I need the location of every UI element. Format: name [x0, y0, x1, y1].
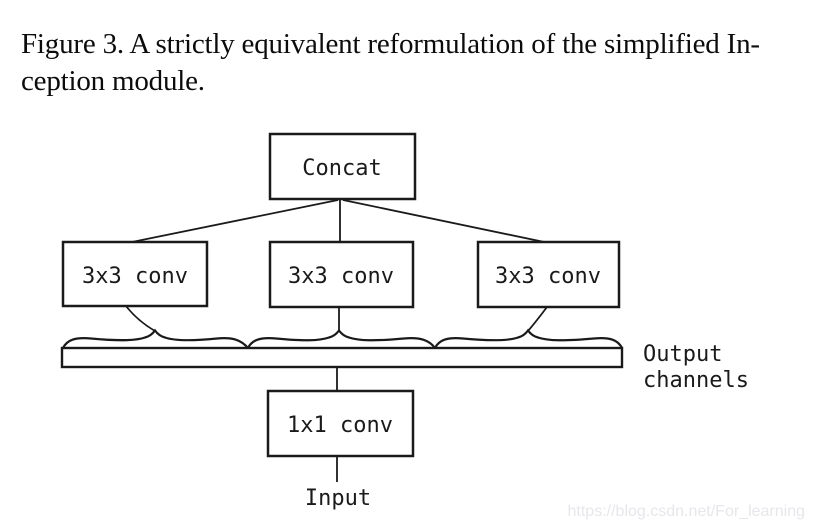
edge-concat-to-conv-left [126, 199, 339, 244]
overbrace-right [433, 328, 624, 350]
blog-watermark: https://blog.csdn.net/For_learning [567, 503, 805, 520]
overbrace-left [61, 328, 250, 350]
output-channels-bar [60, 346, 624, 369]
conv3x3-label-right: 3x3 conv [495, 264, 601, 289]
overbrace-middle [246, 328, 437, 350]
input-label: Input [305, 486, 371, 511]
conv3x3-box-right [476, 240, 621, 309]
output-channels-label-line1: Output [643, 342, 722, 367]
figure-caption: Figure 3. A strictly equivalent reformul… [21, 26, 760, 100]
figure-caption-line1: Figure 3. A strictly equivalent reformul… [21, 28, 760, 60]
figure-caption-line2: ception module. [21, 65, 205, 97]
conv3x3-box-middle [268, 240, 415, 309]
conv3x3-box-left [61, 240, 209, 308]
edge-conv-left-to-brace [125, 305, 156, 332]
edge-conv-right-to-brace [527, 306, 548, 332]
conv3x3-label-left: 3x3 conv [82, 264, 188, 289]
output-channels-label-line2: channels [643, 368, 749, 393]
edge-concat-to-conv-right [342, 199, 550, 244]
conv1x1-label: 1x1 conv [287, 413, 393, 438]
concat-label: Concat [302, 156, 381, 181]
conv3x3-label-middle: 3x3 conv [288, 264, 394, 289]
concat-box [268, 132, 417, 201]
conv1x1-box [266, 389, 415, 458]
